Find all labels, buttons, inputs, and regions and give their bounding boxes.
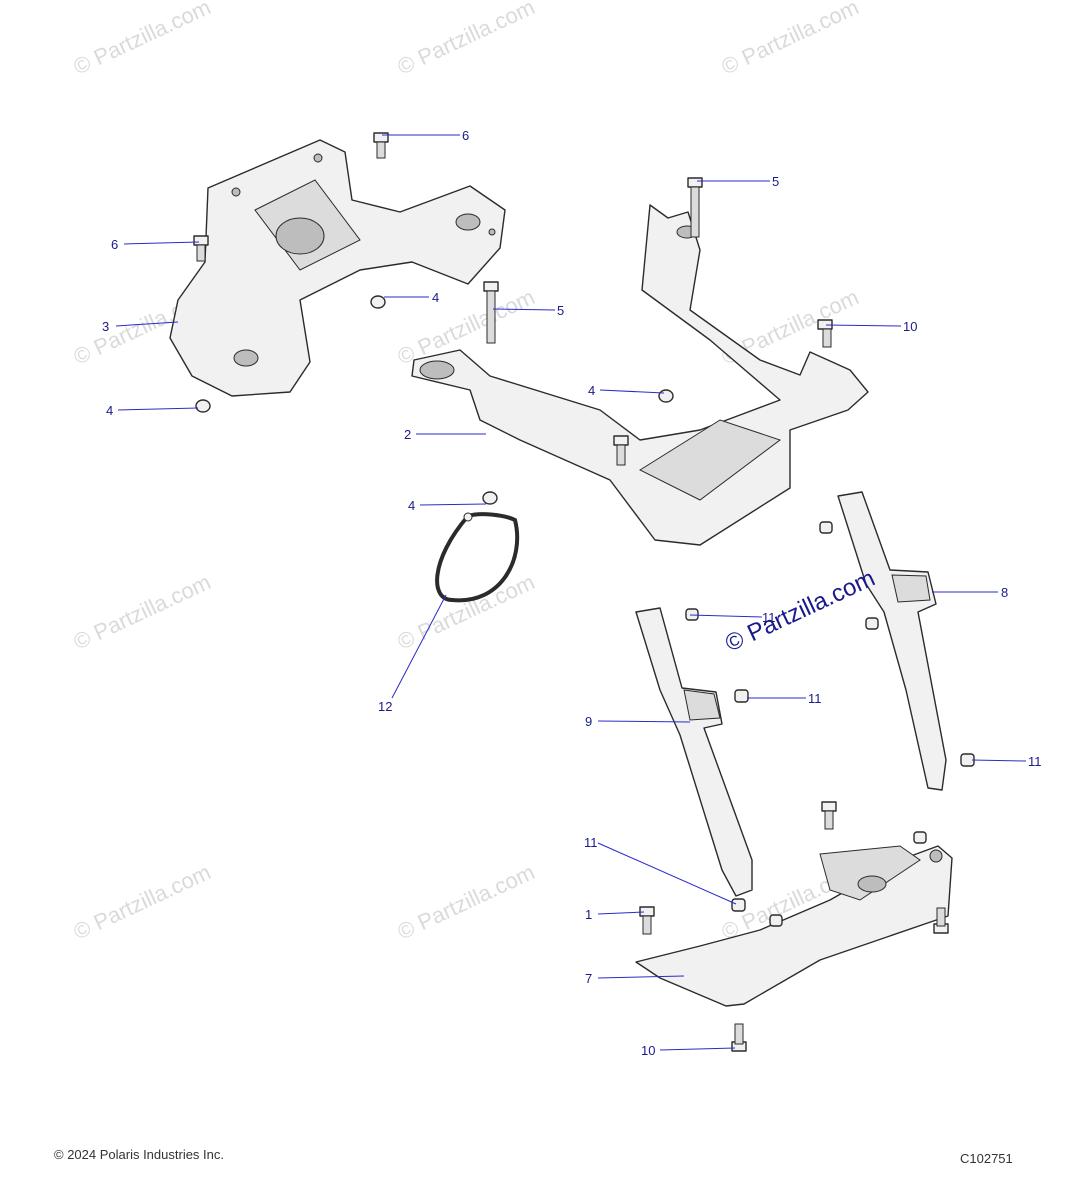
- nut-icon[interactable]: [865, 617, 879, 630]
- callout-number[interactable]: 12: [378, 699, 392, 714]
- callout-number[interactable]: 6: [111, 237, 118, 252]
- callout-number[interactable]: 2: [404, 427, 411, 442]
- callout-number[interactable]: 11: [762, 610, 776, 625]
- callout-number[interactable]: 5: [772, 174, 779, 189]
- nut-icon[interactable]: [734, 689, 749, 703]
- callout-number[interactable]: 6: [462, 128, 469, 143]
- callout-number[interactable]: 10: [641, 1043, 655, 1058]
- rear-crossmember-part-7[interactable]: [635, 845, 953, 1007]
- callout-number[interactable]: 8: [1001, 585, 1008, 600]
- callout-number[interactable]: 10: [903, 319, 917, 334]
- watermark: © Partzilla.com: [70, 569, 215, 654]
- bolt-icon[interactable]: [639, 906, 655, 935]
- nut-icon[interactable]: [819, 521, 833, 534]
- bolt-icon[interactable]: [821, 801, 837, 830]
- callout-number[interactable]: 4: [588, 383, 595, 398]
- watermark: © Partzilla.com: [70, 859, 215, 944]
- watermark-highlight: © Partzilla.com: [721, 565, 879, 658]
- callout-number[interactable]: 7: [585, 971, 592, 986]
- callout-number[interactable]: 11: [808, 691, 822, 706]
- watermark: © Partzilla.com: [394, 569, 539, 654]
- watermark: © Partzilla.com: [718, 0, 863, 80]
- callout-number[interactable]: 1: [585, 907, 592, 922]
- callout-number[interactable]: 4: [106, 403, 113, 418]
- bolt-icon[interactable]: [933, 907, 949, 934]
- nut-icon[interactable]: [769, 914, 783, 927]
- grommet-icon[interactable]: [195, 399, 211, 413]
- callout-number[interactable]: 5: [557, 303, 564, 318]
- bolt-icon[interactable]: [193, 235, 209, 262]
- callout-number[interactable]: 9: [585, 714, 592, 729]
- grommet-icon[interactable]: [658, 389, 674, 403]
- callout-number[interactable]: 4: [408, 498, 415, 513]
- strap-part-12[interactable]: [435, 512, 520, 603]
- fasteners: [193, 132, 975, 1052]
- bolt-icon[interactable]: [731, 1023, 747, 1052]
- callout-numbers: 6 6 5 4 5 10 3 4 4 2 4 8 11 12 11 9 11 1…: [102, 128, 1042, 1058]
- bolt-icon[interactable]: [817, 319, 833, 348]
- upright-part-9[interactable]: [635, 607, 753, 897]
- nut-icon[interactable]: [913, 831, 927, 844]
- bolt-icon[interactable]: [687, 177, 703, 238]
- watermark: © Partzilla.com: [394, 0, 539, 80]
- callout-number[interactable]: 3: [102, 319, 109, 334]
- callout-number[interactable]: 11: [1028, 754, 1042, 769]
- copyright-text: © 2024 Polaris Industries Inc.: [54, 1147, 224, 1162]
- bolt-icon[interactable]: [613, 435, 629, 466]
- callout-number[interactable]: 4: [432, 290, 439, 305]
- nut-icon[interactable]: [731, 898, 746, 912]
- bolt-icon[interactable]: [483, 281, 499, 344]
- callout-number[interactable]: 11: [584, 835, 598, 850]
- callout-leaders: [115, 134, 1027, 1051]
- grommet-icon[interactable]: [370, 295, 386, 309]
- bolt-icon[interactable]: [373, 132, 389, 159]
- front-bracket-part-3[interactable]: [169, 139, 506, 397]
- watermark: © Partzilla.com: [394, 859, 539, 944]
- watermark: © Partzilla.com: [70, 0, 215, 80]
- diagram-code: C102751: [960, 1151, 1013, 1166]
- nut-icon[interactable]: [685, 608, 699, 621]
- grommet-icon[interactable]: [482, 491, 498, 505]
- upright-part-8[interactable]: [837, 491, 947, 791]
